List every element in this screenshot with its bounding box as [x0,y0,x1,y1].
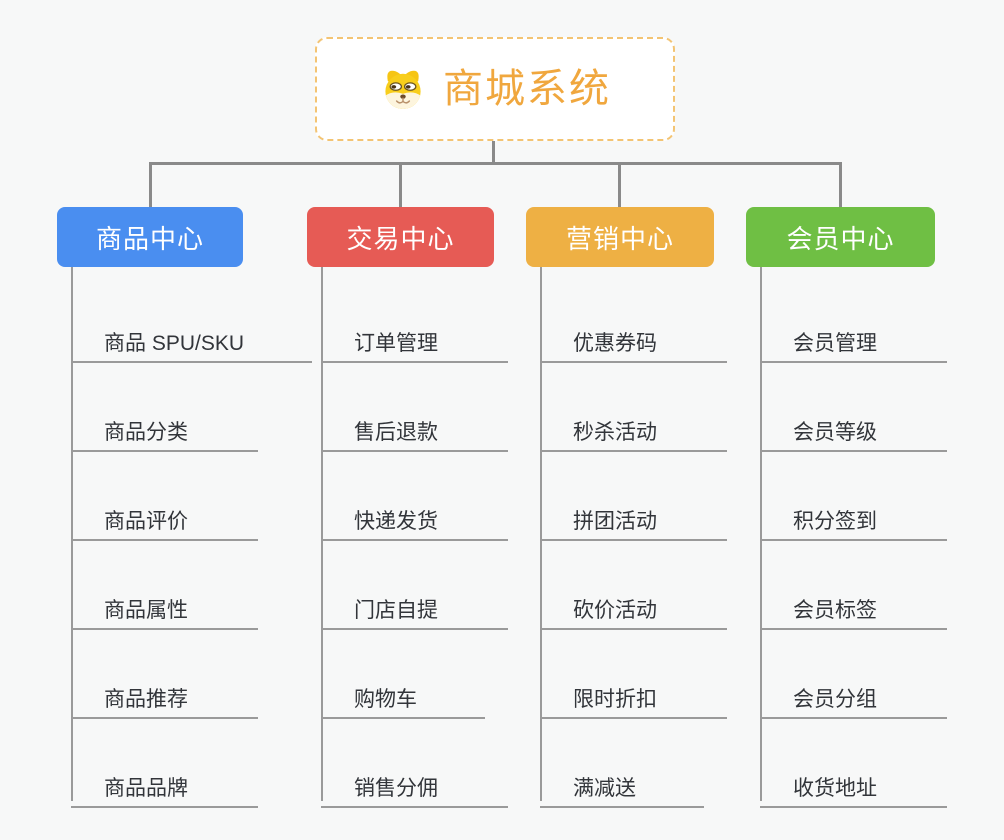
leaf-node[interactable]: 会员等级 [760,405,947,452]
leaf-node[interactable]: 商品 SPU/SKU [71,316,312,363]
branch-node-member-center[interactable]: 会员中心 [746,207,935,267]
branch-label: 交易中心 [346,223,455,254]
connector-root-stub [492,141,495,164]
branch-node-trade-center[interactable]: 交易中心 [307,207,494,267]
leaf-node[interactable]: 优惠券码 [540,316,727,363]
leaf-node[interactable]: 售后退款 [321,405,508,452]
leaf-node[interactable]: 收货地址 [760,761,947,808]
connector-trunk-member [760,265,762,801]
leaf-node[interactable]: 会员标签 [760,583,947,630]
root-node[interactable]: 商城系统 [315,37,675,141]
connector-branch3-stub [618,162,621,208]
connector-horizontal-bar [149,162,842,165]
connector-branch1-stub [149,162,152,208]
leaf-node[interactable]: 积分签到 [760,494,947,541]
leaf-node[interactable]: 拼团活动 [540,494,727,541]
leaf-node[interactable]: 满减送 [540,761,704,808]
branch-label: 营销中心 [565,223,674,254]
doge-icon [385,70,421,109]
leaf-node[interactable]: 商品推荐 [71,672,258,719]
branch-label: 商品中心 [95,223,204,254]
connector-trunk-trade [321,265,323,801]
branch-node-marketing-center[interactable]: 营销中心 [526,207,714,267]
connector-branch4-stub [839,162,842,208]
root-node-title: 商城系统 [443,67,611,111]
leaf-node[interactable]: 会员分组 [760,672,947,719]
leaf-node[interactable]: 订单管理 [321,316,508,363]
leaf-node[interactable]: 商品评价 [71,494,258,541]
leaf-node[interactable]: 购物车 [321,672,485,719]
branch-label: 会员中心 [786,223,895,254]
leaf-node[interactable]: 会员管理 [760,316,947,363]
leaf-node[interactable]: 砍价活动 [540,583,727,630]
leaf-node[interactable]: 商品属性 [71,583,258,630]
leaf-node[interactable]: 商品品牌 [71,761,258,808]
leaf-node[interactable]: 门店自提 [321,583,508,630]
leaf-node[interactable]: 限时折扣 [540,672,727,719]
connector-trunk-marketing [540,265,542,801]
branch-node-product-center[interactable]: 商品中心 [57,207,243,267]
leaf-node[interactable]: 商品分类 [71,405,258,452]
connector-branch2-stub [399,162,402,208]
leaf-node[interactable]: 销售分佣 [321,761,508,808]
leaf-node[interactable]: 快递发货 [321,494,508,541]
leaf-node[interactable]: 秒杀活动 [540,405,727,452]
connector-trunk-product [71,265,73,801]
